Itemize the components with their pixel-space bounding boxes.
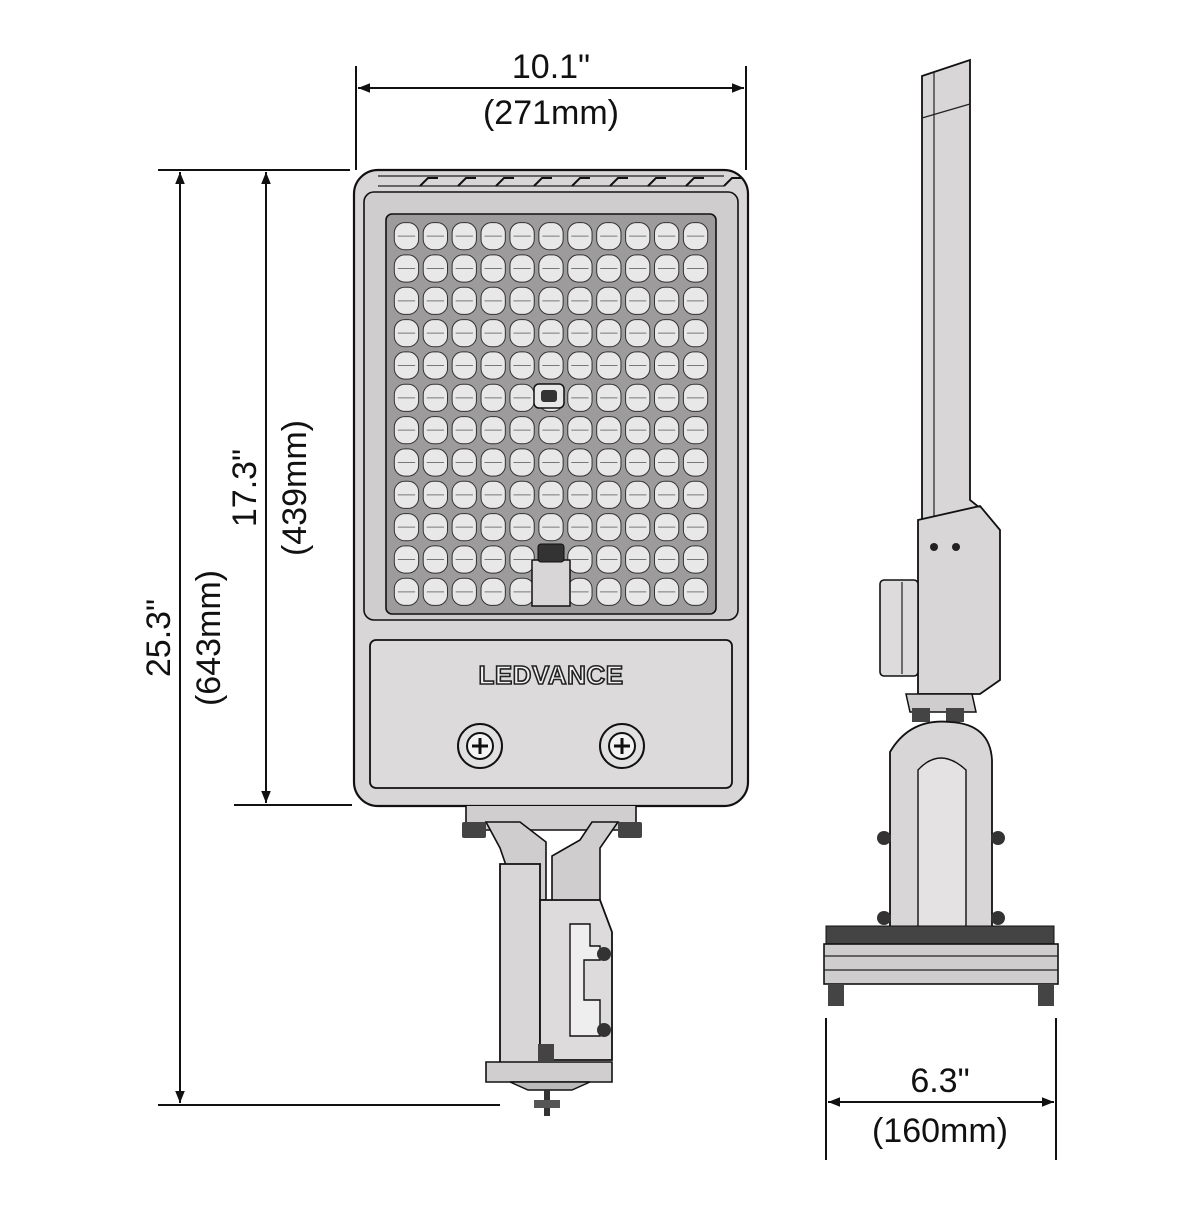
fixture-height-inches: 17.3" (226, 449, 264, 527)
front-view-mount (462, 806, 642, 1116)
depth-mm: (160mm) (872, 1112, 1008, 1150)
width-dimension: 10.1" (271mm) (355, 48, 747, 170)
width-inches: 10.1" (512, 48, 590, 86)
cooling-fin (457, 177, 476, 187)
side-view-fixture (823, 58, 1059, 1006)
led-array (393, 222, 709, 606)
cooling-fin (723, 177, 742, 187)
total-height-mm: (643mm) (190, 570, 228, 706)
cooling-fins (419, 177, 742, 187)
front-view-fixture: LEDVANCE (352, 168, 750, 808)
cooling-fin (571, 177, 590, 187)
cooling-fin (647, 177, 666, 187)
cooling-fin (685, 177, 704, 187)
fixture-height-mm: (439mm) (276, 420, 314, 556)
depth-dimension: 6.3" (160mm) (825, 1018, 1057, 1160)
total-height-dimension: 25.3" (643mm) (140, 169, 500, 1106)
depth-inches: 6.3" (910, 1062, 969, 1100)
cooling-fin (533, 177, 552, 187)
screw-left (457, 723, 503, 769)
fixture-height-dimension: 17.3" (439mm) (226, 172, 352, 806)
screw-right (599, 723, 645, 769)
cooling-fin (419, 177, 438, 187)
cooling-fin (609, 177, 628, 187)
width-mm: (271mm) (483, 94, 619, 132)
brand-logo: LEDVANCE (478, 660, 623, 690)
total-height-inches: 25.3" (140, 599, 178, 677)
cooling-fin (495, 177, 514, 187)
